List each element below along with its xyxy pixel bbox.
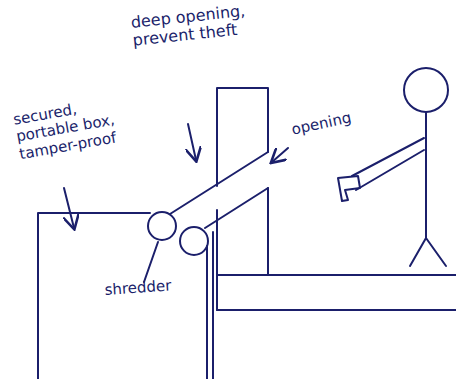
paper — [338, 176, 360, 201]
slot-tower — [217, 88, 268, 186]
leader-arrow — [64, 188, 74, 228]
person-head — [404, 68, 448, 112]
annotation: deep opening, prevent theft — [130, 1, 253, 50]
annotation: shredder — [104, 276, 195, 299]
leader-line — [144, 242, 158, 282]
person-legs — [410, 238, 446, 266]
slot-tower — [267, 188, 269, 275]
chute-line — [170, 152, 268, 214]
leader-arrow — [272, 148, 288, 162]
platform — [217, 309, 456, 311]
box-wall — [206, 246, 208, 379]
box-wall — [212, 232, 214, 379]
annotation: secured, portable box, tamper-proof — [12, 92, 137, 163]
leader-arrow — [188, 124, 196, 160]
chute-line — [205, 188, 268, 228]
slot-tower — [216, 210, 218, 310]
platform — [217, 274, 456, 276]
shredder-roller — [148, 212, 176, 240]
person-arm — [356, 150, 424, 190]
person-body — [425, 112, 427, 238]
annotation: opening — [290, 105, 372, 139]
shredder-roller — [180, 227, 208, 255]
